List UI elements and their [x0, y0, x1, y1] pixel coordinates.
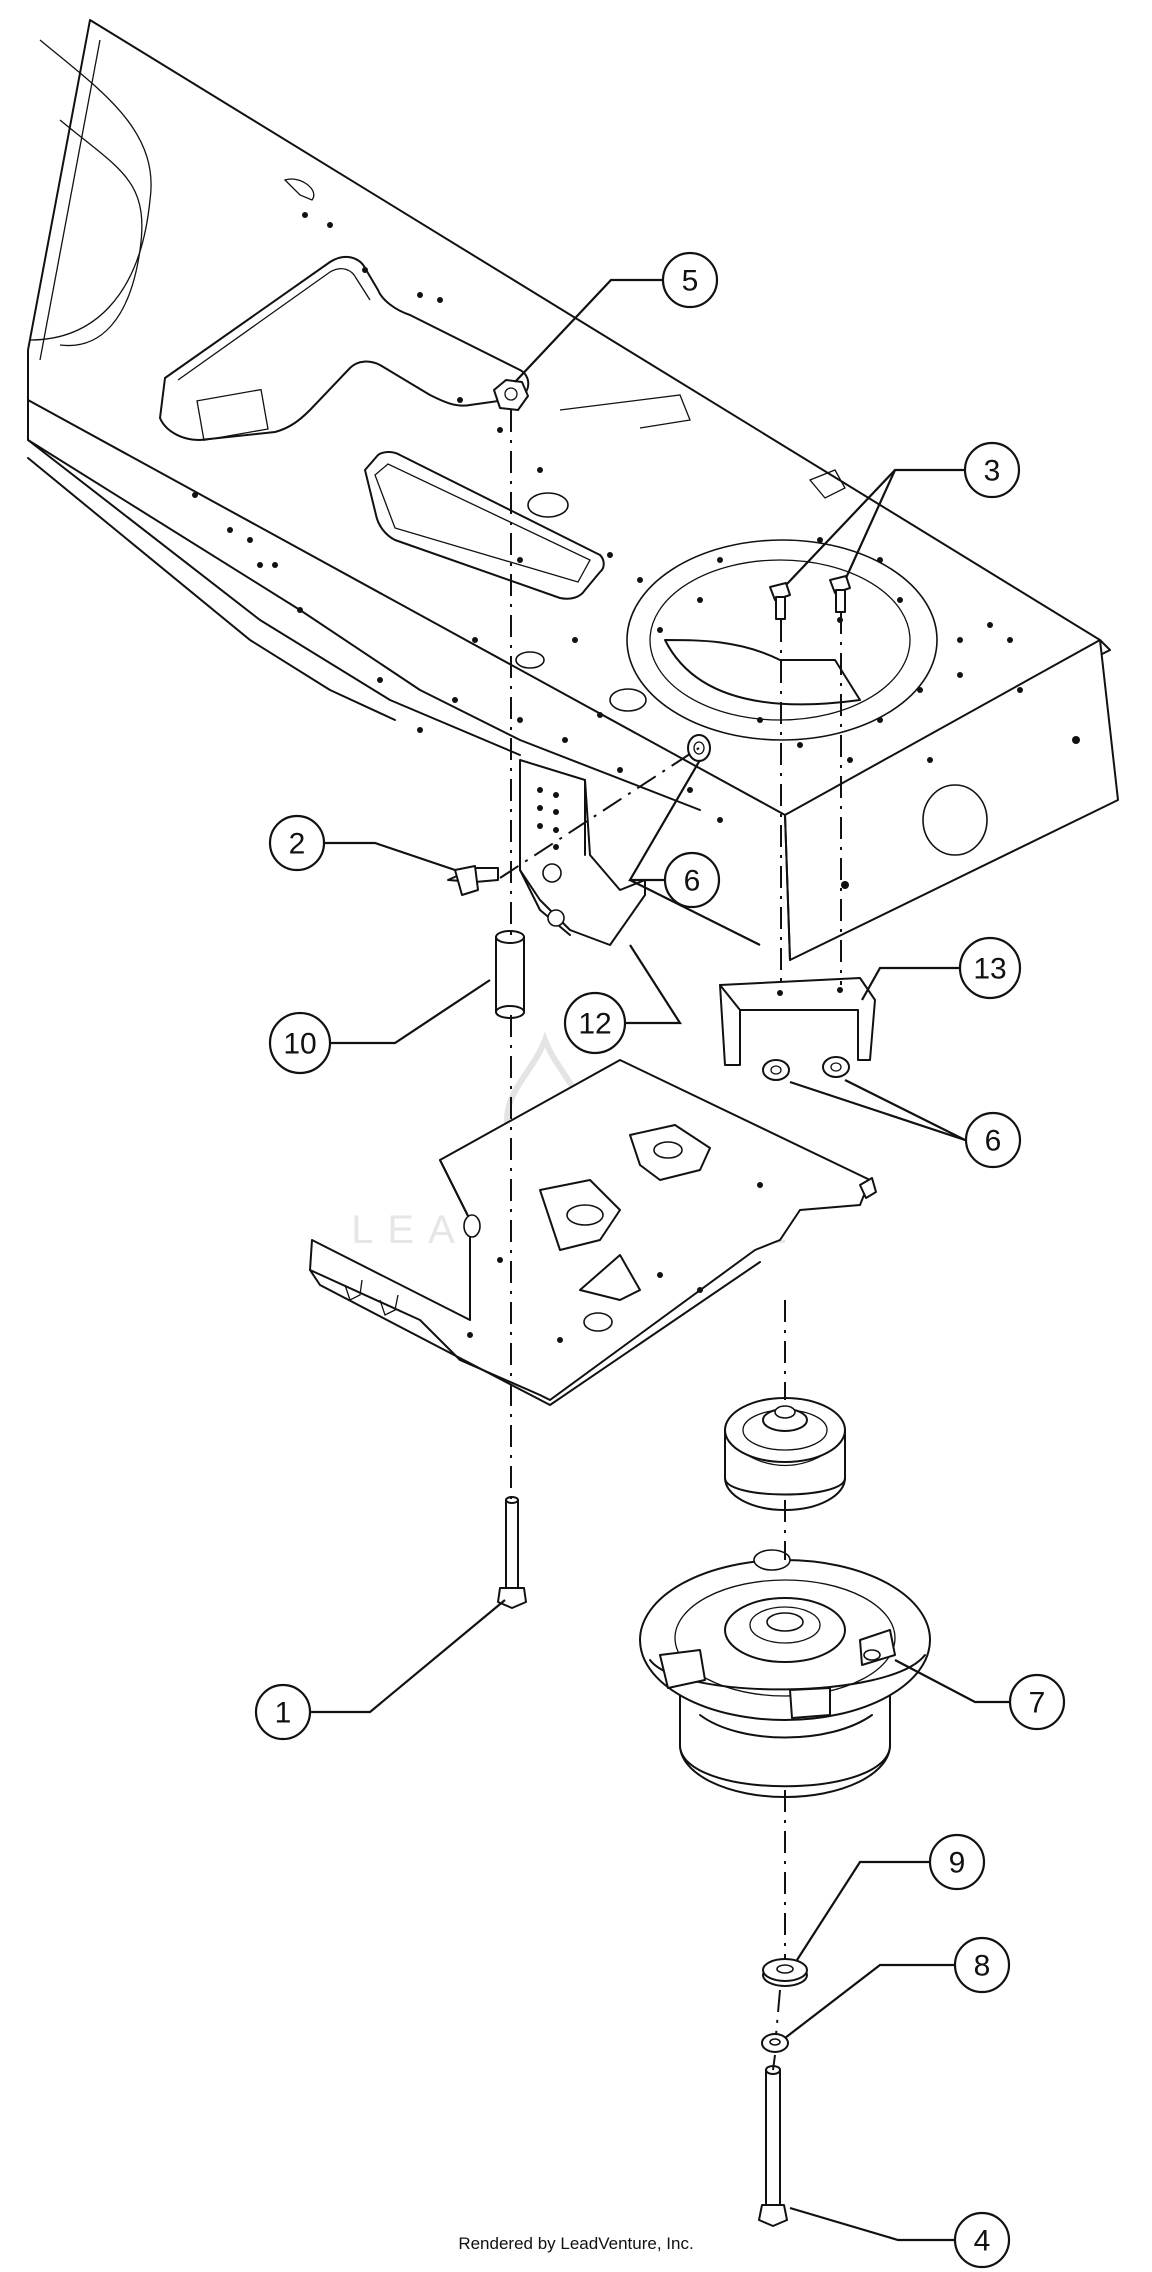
callout-9: 9: [928, 1833, 986, 1891]
bolts-3: [769, 575, 851, 620]
leader-lines: [310, 278, 1010, 2242]
render-credit: Rendered by LeadVenture, Inc.: [458, 2234, 694, 2253]
bolt-4: [758, 2065, 788, 2227]
callout-6-upper: 6: [663, 851, 721, 909]
callout-8: 8: [953, 1936, 1011, 1994]
callout-13: 13: [958, 936, 1022, 1000]
bolt-1: [497, 1496, 527, 1609]
bracket-13: [719, 977, 876, 1066]
callout-10: 10: [268, 1011, 332, 1075]
mounting-plate: [309, 1059, 877, 1406]
mounting-bracket: [519, 759, 646, 946]
washer-9: [762, 1958, 808, 1987]
callout-5: 5: [661, 251, 719, 309]
callout-7: 7: [1008, 1673, 1066, 1731]
washer-8: [761, 2033, 789, 2053]
callout-13-label: 13: [973, 953, 1006, 986]
callout-7-label: 7: [1029, 1687, 1046, 1720]
callout-9-label: 9: [949, 1847, 966, 1880]
callout-6-upper-label: 6: [684, 865, 701, 898]
spacer-10: [495, 930, 525, 1019]
callout-2: 2: [268, 814, 326, 872]
pto-clutch: [639, 1549, 931, 1798]
mower-frame: [27, 19, 1119, 961]
callout-1: 1: [254, 1683, 312, 1741]
callout-10-label: 10: [283, 1028, 316, 1061]
callout-6-lower: 6: [964, 1111, 1022, 1169]
callout-6-lower-label: 6: [985, 1125, 1002, 1158]
nut-6-set: [687, 734, 850, 1081]
callout-5-label: 5: [682, 265, 699, 298]
idler-pulley: [724, 1397, 846, 1511]
bolt-2: [447, 865, 499, 896]
nut-5: [493, 379, 529, 411]
callout-4-label: 4: [974, 2225, 991, 2258]
callout-12: 12: [563, 991, 627, 1055]
callout-3-label: 3: [984, 455, 1001, 488]
callout-1-label: 1: [275, 1697, 292, 1730]
callout-12-label: 12: [578, 1008, 611, 1041]
callout-2-label: 2: [289, 828, 306, 861]
assembly-centerlines: [499, 410, 842, 2071]
callout-8-label: 8: [974, 1950, 991, 1983]
callout-3: 3: [963, 441, 1021, 499]
callout-4: 4: [953, 2211, 1011, 2269]
